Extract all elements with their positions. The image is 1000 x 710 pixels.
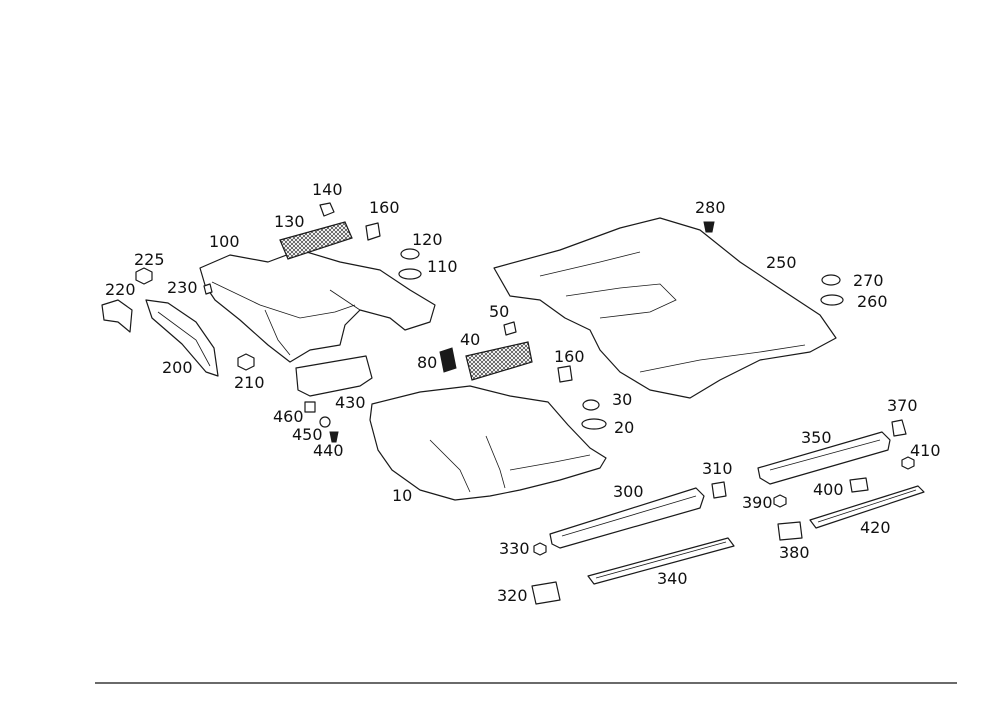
clip-160-lower bbox=[557, 365, 573, 383]
carpet-part-100 bbox=[199, 249, 436, 363]
callout-230: 230 bbox=[167, 278, 198, 297]
sill-plate-350 bbox=[757, 431, 891, 485]
callout-390: 390 bbox=[742, 493, 773, 512]
clip-50 bbox=[503, 321, 517, 336]
carpet-part-250 bbox=[493, 217, 837, 399]
mesh-net-40 bbox=[465, 341, 533, 381]
callout-labels: 140 160 130 100 225 220 230 120 110 200 … bbox=[105, 180, 941, 605]
bracket-220 bbox=[101, 299, 133, 333]
clip-80 bbox=[439, 347, 457, 373]
callout-210: 210 bbox=[234, 373, 265, 392]
sill-plate-300 bbox=[549, 487, 705, 549]
callout-225: 225 bbox=[134, 250, 165, 269]
callout-140: 140 bbox=[312, 180, 343, 199]
bracket-430 bbox=[295, 355, 373, 397]
callout-200: 200 bbox=[162, 358, 193, 377]
fastener-120 bbox=[400, 248, 420, 260]
fastener-20 bbox=[581, 418, 607, 430]
sill-trim-420 bbox=[809, 485, 925, 529]
callout-330: 330 bbox=[499, 539, 530, 558]
mesh-net-130 bbox=[279, 221, 353, 260]
nut-390 bbox=[773, 494, 787, 508]
push-pin-280 bbox=[703, 221, 715, 233]
clip-310 bbox=[711, 481, 727, 499]
nut-225 bbox=[135, 267, 153, 285]
callout-460: 460 bbox=[273, 407, 304, 426]
callout-160-top: 160 bbox=[369, 198, 400, 217]
part-230 bbox=[203, 283, 213, 295]
nut-330 bbox=[533, 542, 547, 556]
callout-440: 440 bbox=[313, 441, 344, 460]
fastener-260 bbox=[820, 294, 844, 306]
callout-420: 420 bbox=[860, 518, 891, 537]
nut-410 bbox=[901, 456, 915, 470]
callout-40: 40 bbox=[460, 330, 480, 349]
clip-160-top bbox=[365, 222, 381, 241]
callout-370: 370 bbox=[887, 396, 918, 415]
callout-110: 110 bbox=[427, 257, 458, 276]
screw-440 bbox=[329, 431, 339, 443]
clip-140 bbox=[319, 202, 335, 217]
callout-380: 380 bbox=[779, 543, 810, 562]
callout-430: 430 bbox=[335, 393, 366, 412]
callout-80: 80 bbox=[417, 353, 437, 372]
callout-20: 20 bbox=[614, 418, 634, 437]
callout-30: 30 bbox=[612, 390, 632, 409]
callout-250: 250 bbox=[766, 253, 797, 272]
callout-50: 50 bbox=[489, 302, 509, 321]
callout-10: 10 bbox=[392, 486, 412, 505]
sill-trim-340 bbox=[587, 537, 735, 585]
callout-310: 310 bbox=[702, 459, 733, 478]
callout-120: 120 bbox=[412, 230, 443, 249]
callout-280: 280 bbox=[695, 198, 726, 217]
callout-450: 450 bbox=[292, 425, 323, 444]
bracket-380 bbox=[777, 521, 803, 541]
fastener-110 bbox=[398, 268, 422, 280]
callout-270: 270 bbox=[853, 271, 884, 290]
washer-460 bbox=[304, 401, 316, 413]
callout-260: 260 bbox=[857, 292, 888, 311]
bracket-320 bbox=[531, 581, 561, 605]
clip-370 bbox=[891, 419, 907, 437]
nut-210 bbox=[237, 353, 255, 371]
callout-400: 400 bbox=[813, 480, 844, 499]
callout-410: 410 bbox=[910, 441, 941, 460]
callout-300: 300 bbox=[613, 482, 644, 501]
callout-220: 220 bbox=[105, 280, 136, 299]
fastener-270 bbox=[821, 274, 841, 286]
callout-130: 130 bbox=[274, 212, 305, 231]
washer-450 bbox=[319, 416, 331, 428]
fastener-30 bbox=[582, 399, 600, 411]
callout-160-lower: 160 bbox=[554, 347, 585, 366]
callout-340: 340 bbox=[657, 569, 688, 588]
callout-350: 350 bbox=[801, 428, 832, 447]
callout-100: 100 bbox=[209, 232, 240, 251]
panel-200 bbox=[145, 299, 219, 377]
carpet-part-10 bbox=[369, 385, 607, 501]
clip-400 bbox=[849, 477, 869, 493]
callout-320: 320 bbox=[497, 586, 528, 605]
